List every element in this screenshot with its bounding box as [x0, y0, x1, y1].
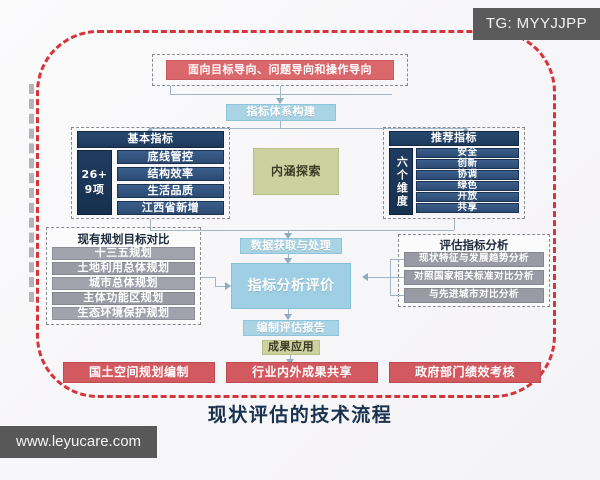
recommend-item-4: 开放 — [416, 191, 519, 202]
basic-panel-header: 基本指标 — [77, 131, 224, 148]
website-watermark: www.leyucare.com — [0, 426, 158, 458]
connector-merge-to-data — [288, 230, 289, 235]
orientation-banner: 面向目标导向、问题导向和操作导向 — [166, 60, 394, 80]
basic-count-line2: 9项 — [84, 182, 105, 196]
data-process-box: 数据获取与处理 — [240, 238, 342, 254]
connector-panels-merge — [150, 230, 454, 231]
connector-banner-horizontal — [170, 94, 392, 95]
recommend-item-0: 安全 — [416, 147, 519, 158]
basic-item-3: 江西省新增 — [117, 201, 224, 215]
outer-red-dashed-frame — [36, 30, 556, 398]
connector-banner-to-framework — [280, 86, 281, 100]
connector-eval-to-analysis — [366, 277, 390, 278]
basic-panel-count-label: 26+ 9项 — [77, 150, 112, 215]
arrow-panels-to-data — [284, 233, 292, 239]
connotation-box: 内涵探索 — [253, 148, 339, 195]
connector-banner-down-left — [170, 86, 171, 94]
recommend-item-2: 协调 — [416, 169, 519, 180]
existing-plan-item-4: 生态环境保护规划 — [52, 306, 195, 320]
connector-framework-down — [280, 121, 281, 128]
connector-data-to-analysis — [288, 254, 289, 261]
arrow-analysis-to-report — [284, 314, 292, 320]
arrow-to-basic-panel — [146, 127, 154, 133]
arrow-eval-to-analysis — [362, 273, 368, 281]
connector-eval-bus — [390, 259, 391, 295]
existing-plans-title: 现有规划目标对比 — [77, 232, 170, 246]
basic-item-0: 底线管控 — [117, 150, 224, 164]
dimension-label-text: 六个维度 — [395, 155, 409, 208]
recommend-item-1: 创新 — [416, 158, 519, 169]
connector-recommend-down — [454, 219, 455, 230]
evaluation-item-2: 与先进城市对比分析 — [404, 288, 544, 303]
recommend-panel-dashed-wrapper — [383, 127, 525, 219]
outcome-box-2: 政府部门绩效考核 — [389, 362, 541, 383]
diagram-title: 现状评估的技术流程 — [207, 404, 393, 426]
basic-item-2: 生活品质 — [117, 184, 224, 198]
basic-count-line1: 26+ — [81, 167, 108, 181]
connector-basic-down — [150, 219, 151, 230]
outcome-box-1: 行业内外成果共享 — [226, 362, 378, 383]
existing-plan-item-3: 主体功能区规划 — [52, 291, 195, 305]
top-banner-dashed-wrapper — [152, 54, 408, 86]
analysis-box: 指标分析评价 — [231, 263, 351, 309]
outcome-box-0: 国土空间规划编制 — [63, 362, 215, 383]
evaluation-item-0: 现状特征与发展趋势分析 — [404, 252, 544, 267]
recommend-item-3: 绿色 — [416, 180, 519, 191]
report-box: 编制评估报告 — [243, 320, 339, 336]
connector-plans-drop — [215, 277, 216, 286]
left-edge-dashed-line — [29, 84, 34, 302]
application-box: 成果应用 — [262, 340, 320, 355]
arrow-plans-to-analysis — [225, 282, 231, 290]
recommend-item-5: 共享 — [416, 202, 519, 213]
telegram-watermark: TG: MYYJJPP — [472, 8, 600, 40]
connector-application-down — [290, 355, 291, 362]
existing-plan-item-0: 十三五规划 — [52, 246, 195, 260]
evaluation-item-1: 对照国家相关标准对比分析 — [404, 270, 544, 285]
existing-plan-item-2: 城市总体规划 — [52, 276, 195, 290]
connector-eval-0-out — [390, 259, 404, 260]
recommend-panel-dimension-label: 六个维度 — [389, 148, 413, 215]
recommend-panel-header: 推荐指标 — [389, 131, 519, 146]
evaluation-panel-title: 评估指标分析 — [439, 238, 509, 252]
connector-analysis-to-report — [288, 309, 289, 317]
framework-box: 指标体系构建 — [226, 104, 336, 121]
arrow-to-recommend-panel — [462, 127, 470, 133]
connector-plans-out — [201, 277, 215, 278]
existing-plan-item-1: 土地利用总体规划 — [52, 261, 195, 275]
connector-framework-spread — [150, 128, 466, 129]
basic-item-1: 结构效率 — [117, 167, 224, 181]
arrow-banner-to-framework — [276, 98, 284, 104]
connector-eval-2-out — [390, 295, 404, 296]
connector-eval-1-out — [390, 277, 404, 278]
connector-plans-to-analysis — [215, 286, 227, 287]
arrow-data-to-analysis — [284, 258, 292, 264]
